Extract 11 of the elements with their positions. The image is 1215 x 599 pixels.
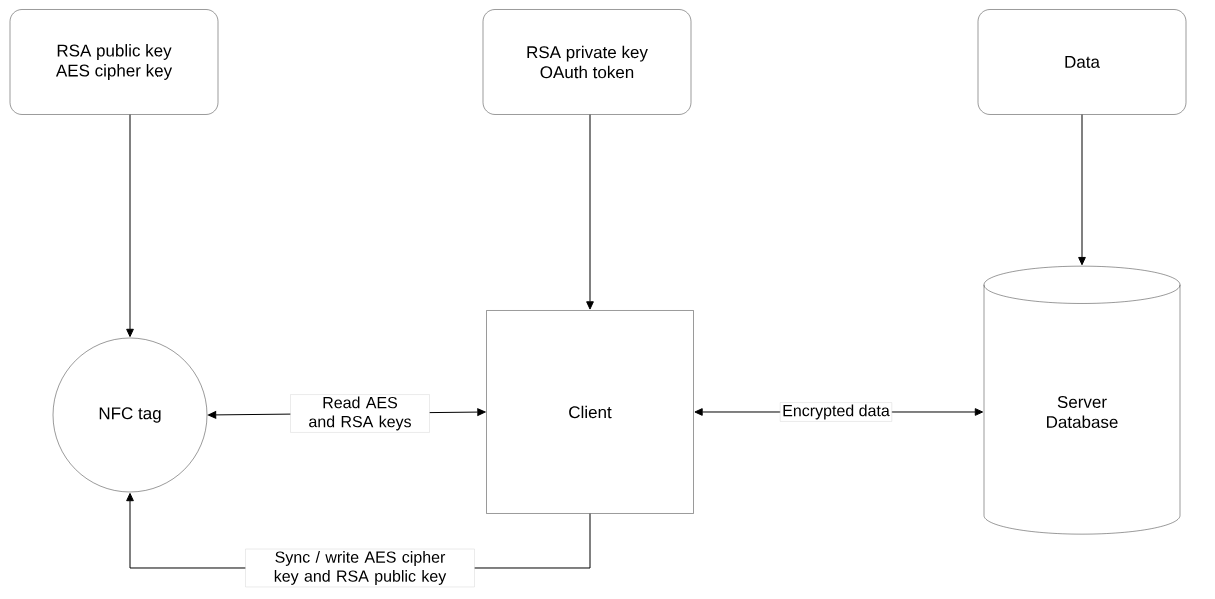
edge-label: Sync / write AES cipher key and RSA public key	[245, 548, 475, 588]
data-box: Data	[977, 9, 1187, 115]
database-cylinder: Server Database	[983, 265, 1181, 535]
arrow	[1078, 114, 1086, 266]
edge-label: Read AES and RSA keys	[290, 394, 430, 433]
edge-label: Encrypted data	[780, 402, 893, 422]
key-box: RSA private key OAuth token	[482, 9, 692, 115]
arrow	[586, 114, 594, 310]
key-box: RSA public key AES cipher key	[9, 9, 219, 115]
arrow	[126, 114, 134, 338]
client-box: Client	[486, 310, 694, 514]
